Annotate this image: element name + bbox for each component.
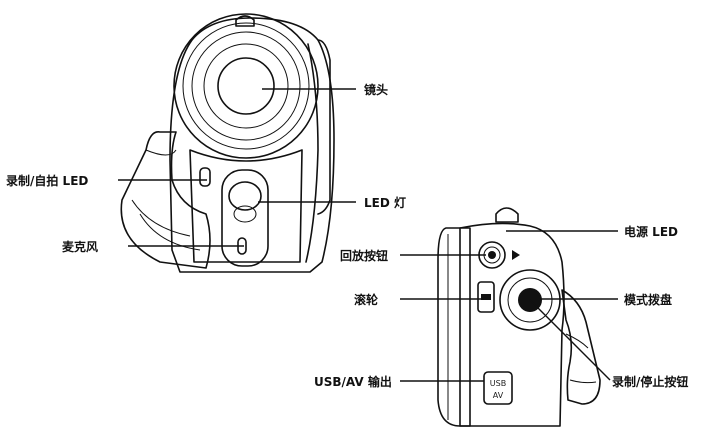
power-led-label: 电源 LED: [624, 224, 678, 239]
record-stop-button-label: 录制/停止按钮: [612, 374, 688, 389]
led-light-label: LED 灯: [364, 195, 406, 210]
side-view-camcorder: USB AV: [437, 207, 601, 427]
scroll-wheel-label: 滚轮: [354, 292, 379, 307]
microphone-label: 麦克风: [62, 239, 98, 254]
front-view-camcorder: [120, 13, 335, 273]
playback-button-label: 回放按钮: [340, 248, 388, 263]
usb-port-text: USB: [490, 379, 506, 388]
usb-av-output-label: USB/AV 输出: [314, 374, 392, 389]
lens-label: 镜头: [364, 82, 388, 97]
leader-lines: [118, 88, 618, 382]
mode-dial-label: 模式拨盘: [624, 292, 672, 307]
labels: 镜头 录制/自拍 LED LED 灯 麦克风 电源 LED 回放按钮 滚轮 模式…: [6, 82, 688, 389]
av-port-text: AV: [493, 391, 504, 400]
record-self-timer-led-label: 录制/自拍 LED: [6, 173, 88, 188]
